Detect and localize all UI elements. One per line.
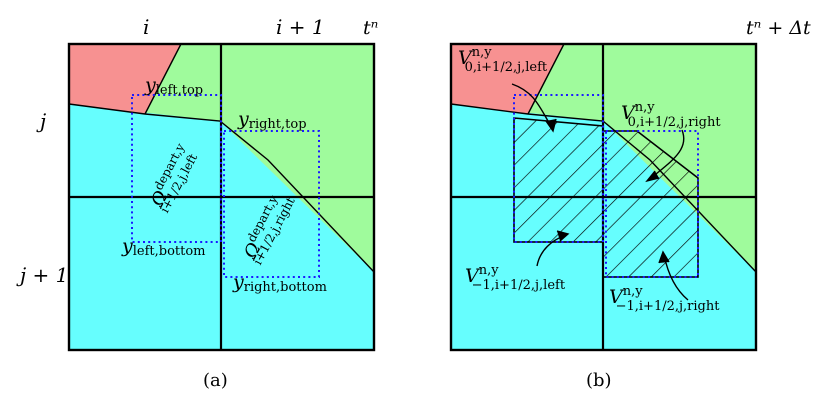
y-right-top-label: yright,top (237, 108, 307, 132)
flux-volume-top-left (513, 117, 604, 198)
row-label-j: j (36, 109, 46, 133)
arrow-top-left (511, 83, 557, 133)
y-left-top-label: yleft,top (144, 74, 203, 98)
y-left-bottom-label: yleft,bottom (121, 235, 206, 259)
col-label-i: i (143, 15, 149, 39)
arrow-bottom-left (536, 230, 570, 267)
green-region-a (131, 44, 374, 272)
caption-b: (b) (586, 370, 612, 391)
arrow-top-right (645, 129, 685, 183)
v-bottom-right-label: Vn,y−1,i+1/2,j,right (609, 284, 720, 314)
time-label-b: tⁿ + Δt (746, 17, 811, 39)
departure-box-right (223, 130, 320, 278)
time-label-a: tⁿ (363, 17, 378, 39)
red-region-a (69, 44, 181, 114)
green-region-b (513, 44, 756, 272)
col-label-i-plus-1: i + 1 (276, 15, 325, 39)
departure-box-left (131, 94, 222, 243)
interface-line-b-top (527, 43, 565, 115)
interface-line-a-top (144, 43, 182, 115)
flux-volume-bottom-right (602, 196, 699, 278)
red-region-b (451, 44, 564, 114)
v-bottom-left-label: Vn,y−1,i+1/2,j,left (465, 263, 566, 293)
departure-box-left-b (513, 94, 604, 243)
row-label-j-plus-1: j + 1 (16, 263, 68, 287)
y-right-bottom-label: yright,bottom (232, 271, 327, 295)
panel-a: i i + 1 tⁿ j j + 1 yleft,top yright,top … (16, 15, 378, 391)
caption-a: (a) (203, 370, 228, 391)
arrow-bottom-right (658, 250, 689, 301)
